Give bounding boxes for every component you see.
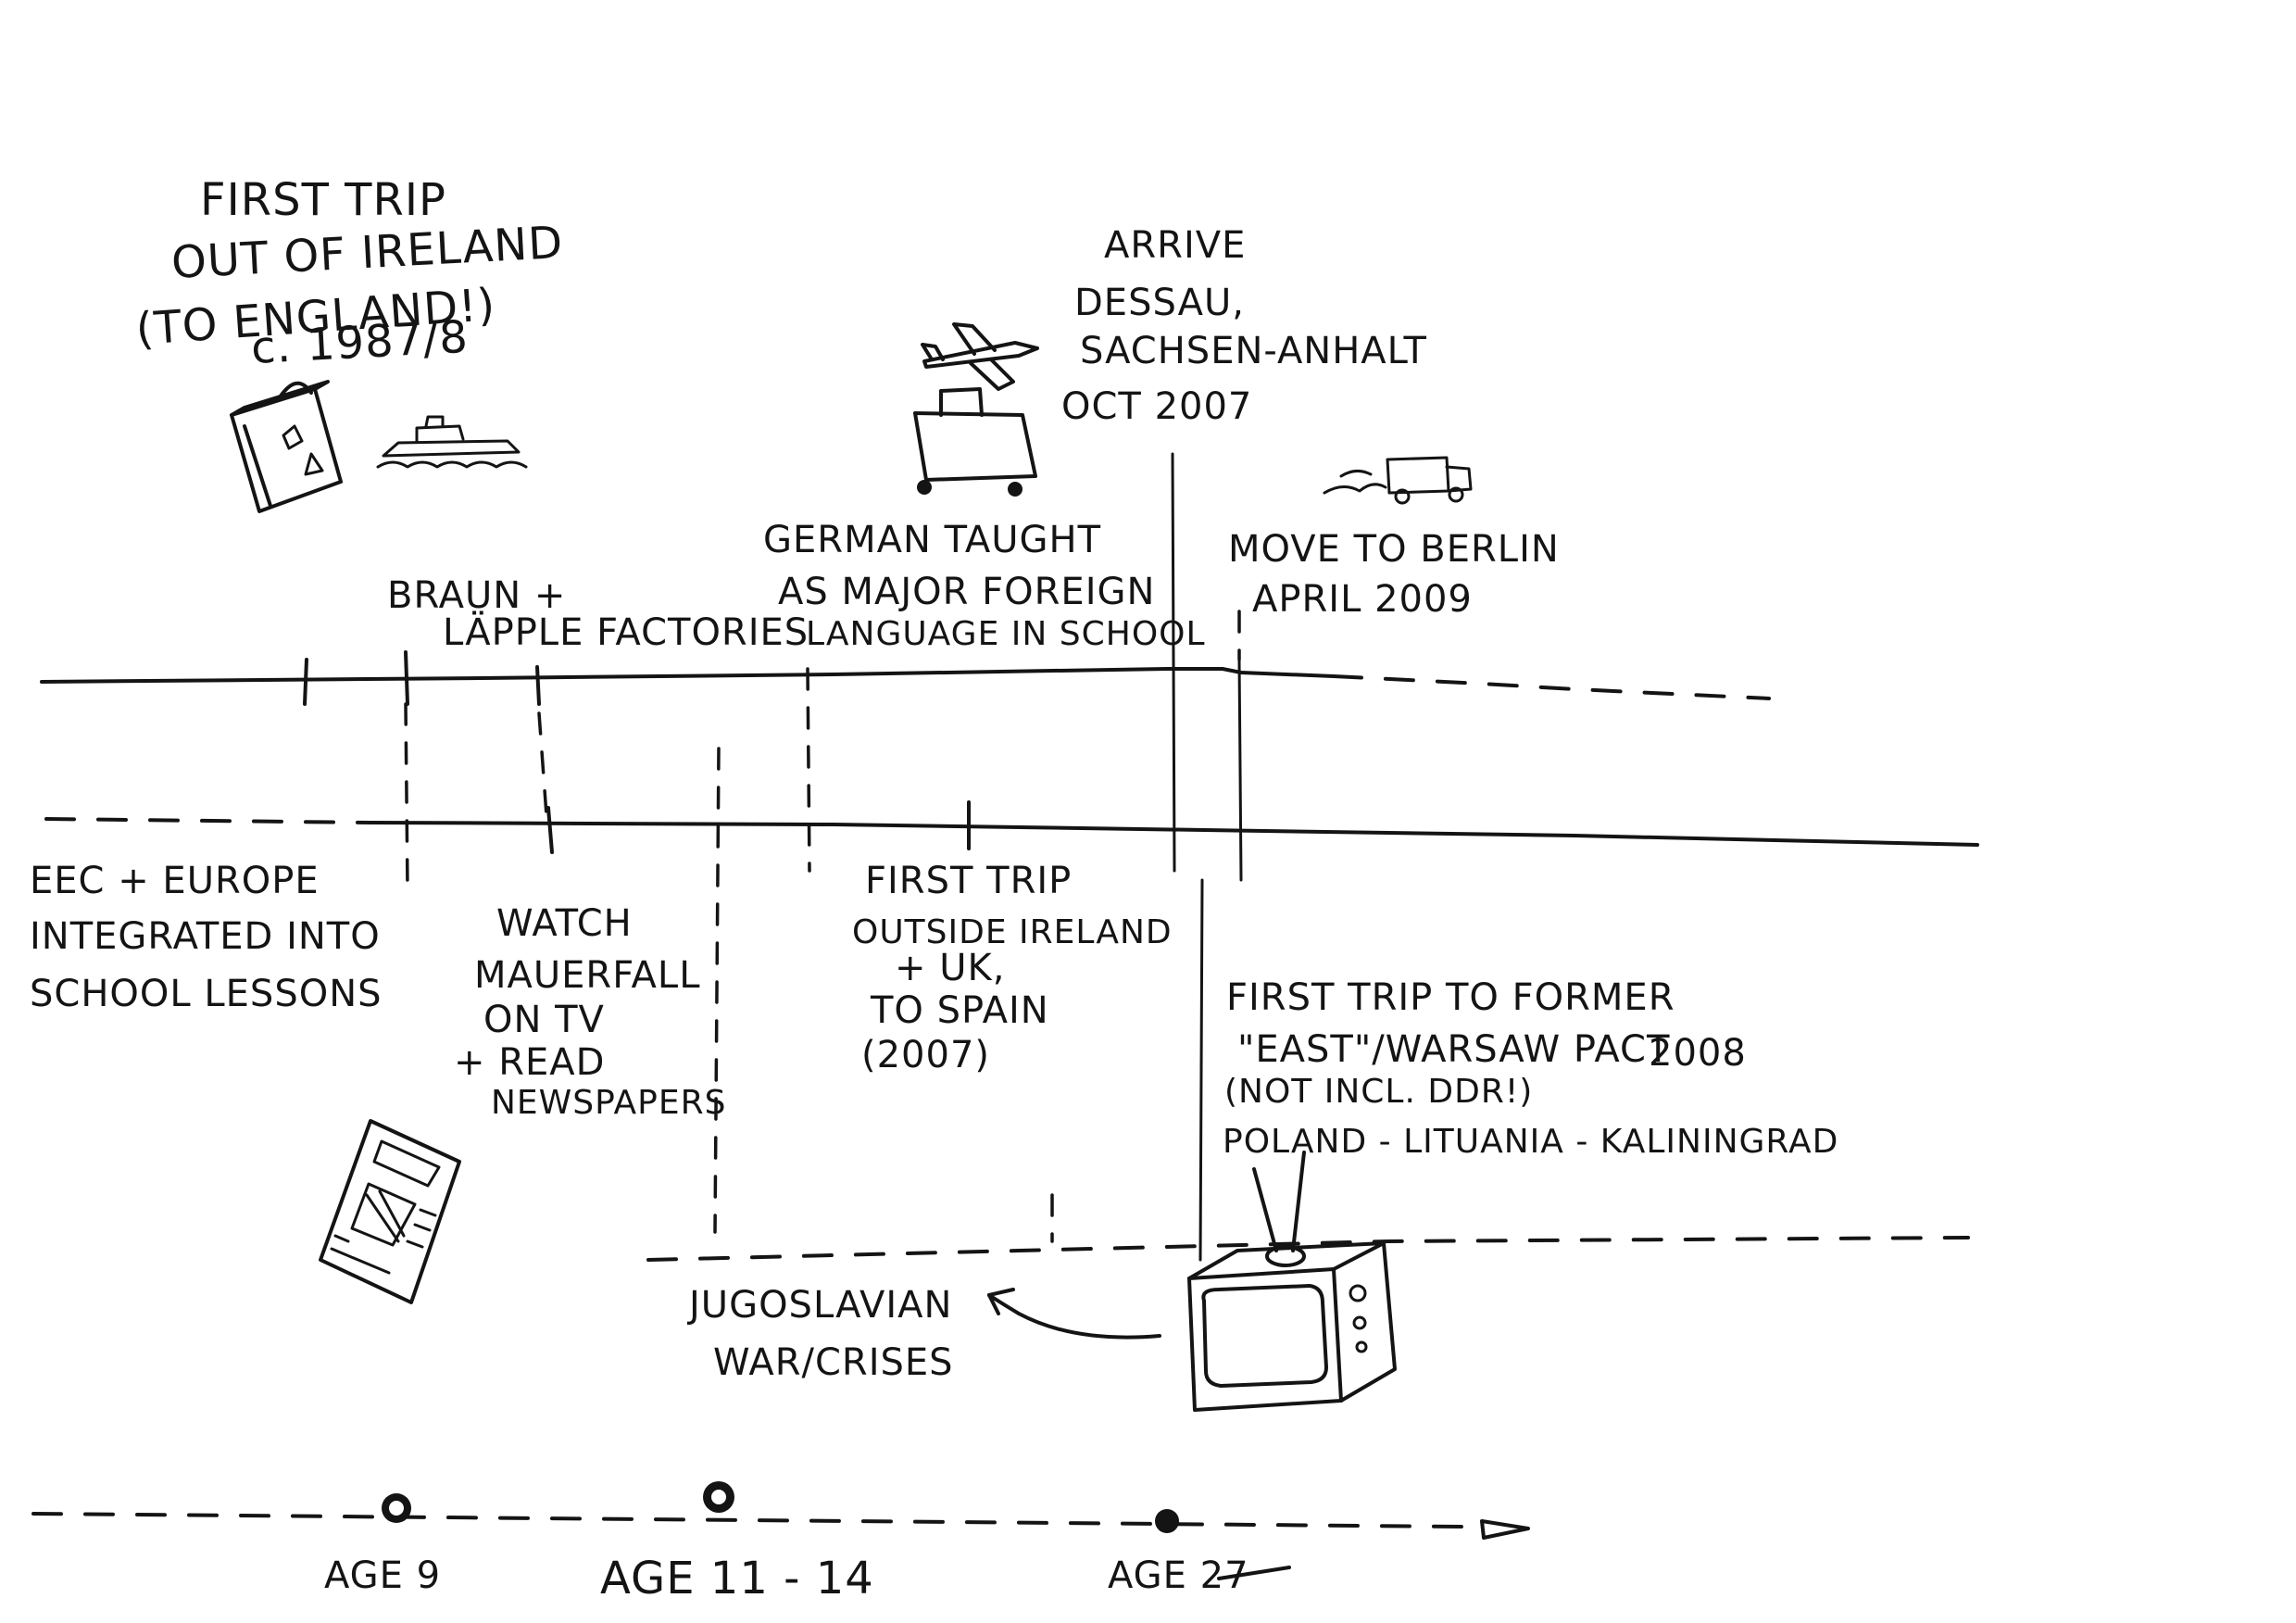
svg-text:GERMAN TAUGHT: GERMAN TAUGHT [763,519,1101,561]
svg-text:NEWSPAPERS: NEWSPAPERS [491,1084,726,1122]
note-watch-mauerfall: WATCH MAUERFALL ON TV + READ NEWSPAPERS [454,902,726,1122]
suitcase-icon [230,380,343,513]
svg-text:MOVE TO BERLIN: MOVE TO BERLIN [1228,528,1560,571]
svg-text:ARRIVE: ARRIVE [1104,224,1246,267]
svg-text:LANGUAGE IN SCHOOL: LANGUAGE IN SCHOOL [806,615,1206,653]
note-arrive-dessau: ARRIVE DESSAU, SACHSEN-ANHALT OCT 2007 [1061,224,1427,428]
ship-icon [376,415,528,469]
arrow-icon [987,1288,1161,1340]
svg-text:EEC + EUROPE: EEC + EUROPE [30,860,320,902]
svg-text:OUT OF IRELAND: OUT OF IRELAND [170,217,565,289]
svg-text:LÄPPLE FACTORIES: LÄPPLE FACTORIES [443,610,809,654]
connector-lines [404,452,1243,1262]
svg-text:WATCH: WATCH [496,902,633,945]
note-jugoslavian: JUGOSLAVIAN WAR/CRISES [686,1284,954,1384]
television-icon [1187,1151,1397,1412]
svg-text:"EAST"/WARSAW PACT: "EAST"/WARSAW PACT [1237,1028,1670,1071]
lower-timeline [44,800,1979,854]
newspaper-icon [319,1119,461,1304]
svg-text:TO SPAIN: TO SPAIN [870,989,1049,1032]
svg-text:2008: 2008 [1649,1032,1747,1075]
strike-mark [1217,1566,1291,1580]
age-axis [31,1481,1530,1540]
truck-icon [1323,456,1473,505]
svg-text:ON TV: ON TV [483,999,605,1041]
svg-text:(2007): (2007) [861,1034,990,1076]
svg-text:POLAND - LITUANIA - KALININGRA: POLAND - LITUANIA - KALININGRAD [1223,1123,1838,1161]
svg-text:c. 1987/8: c. 1987/8 [250,311,470,374]
note-eec-europe: EEC + EUROPE INTEGRATED INTO SCHOOL LESS… [30,860,383,1015]
svg-text:SCHOOL LESSONS: SCHOOL LESSONS [30,973,383,1015]
note-move-berlin: MOVE TO BERLIN APRIL 2009 [1228,528,1560,621]
svg-text:APRIL 2009: APRIL 2009 [1252,578,1473,621]
note-german-taught: GERMAN TAUGHT AS MAJOR FOREIGN LANGUAGE … [763,519,1206,653]
svg-text:+ READ: + READ [454,1041,605,1084]
rolling-suitcase-icon [913,387,1037,497]
svg-text:DESSAU,: DESSAU, [1074,282,1245,324]
svg-text:FIRST TRIP TO FORMER: FIRST TRIP TO FORMER [1226,976,1675,1019]
svg-text:INTEGRATED INTO: INTEGRATED INTO [30,915,381,958]
svg-text:MAUERFALL: MAUERFALL [474,954,701,997]
age-marker-27 [1155,1509,1179,1533]
age-label-9: AGE 9 [324,1554,441,1597]
note-first-trip-spain: FIRST TRIP OUTSIDE IRELAND + UK, TO SPAI… [852,860,1173,1076]
age-label-11-14: AGE 11 - 14 [600,1553,874,1604]
airplane-icon [921,322,1039,391]
svg-text:+ UK,: + UK, [895,947,1005,989]
svg-text:BRAUN +: BRAUN + [387,574,566,617]
svg-text:(NOT INCL. DDR!): (NOT INCL. DDR!) [1224,1073,1533,1111]
upper-timeline [40,650,1771,706]
note-braun-lapple: BRAUN + LÄPPLE FACTORIES [387,574,809,654]
svg-text:OCT 2007: OCT 2007 [1061,385,1252,428]
svg-text:SACHSEN-ANHALT: SACHSEN-ANHALT [1080,330,1427,372]
svg-text:FIRST TRIP: FIRST TRIP [200,174,446,226]
svg-text:OUTSIDE IRELAND: OUTSIDE IRELAND [852,913,1173,951]
svg-text:AS MAJOR FOREIGN: AS MAJOR FOREIGN [778,571,1155,613]
note-first-trip-england: FIRST TRIP OUT OF IRELAND (TO ENGLAND!) … [134,174,565,374]
svg-text:JUGOSLAVIAN: JUGOSLAVIAN [686,1284,952,1327]
note-first-trip-east: FIRST TRIP TO FORMER "EAST"/WARSAW PACT … [1223,976,1838,1161]
svg-text:WAR/CRISES: WAR/CRISES [713,1341,954,1384]
svg-text:FIRST TRIP: FIRST TRIP [865,860,1072,902]
age-labels: AGE 9 AGE 11 - 14 AGE 27 [324,1553,1291,1604]
